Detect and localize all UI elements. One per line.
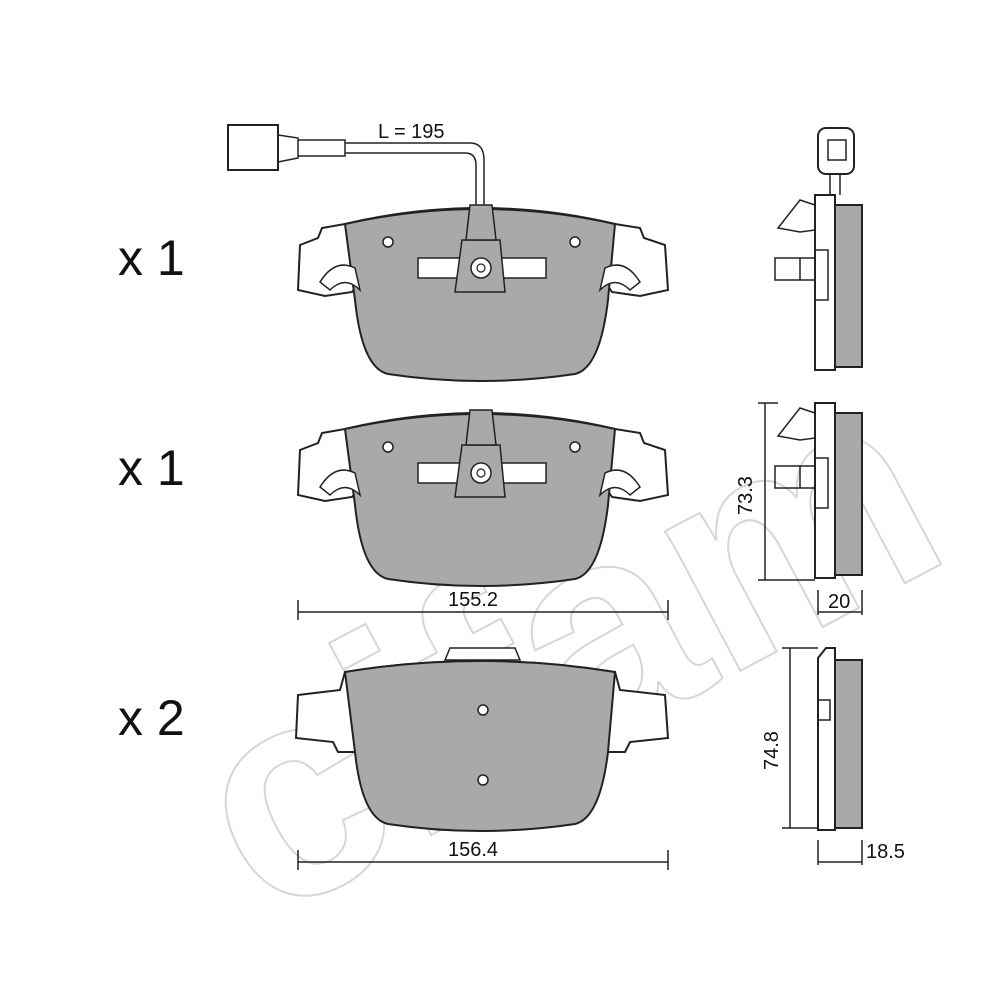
quantity-label-pad-2: x 1 (118, 440, 185, 496)
brake-pad-with-sensor (227, 124, 669, 382)
height-dimension-2 (782, 647, 818, 829)
height-value-1: 73.3 (735, 476, 757, 515)
thickness-value-2: 18.5 (866, 841, 905, 863)
wire-length-label: L = 195 (378, 121, 445, 143)
side-view-outer (817, 647, 863, 831)
quantity-label-pad-3: x 2 (118, 690, 185, 746)
width-value-2: 156.4 (448, 839, 498, 861)
thickness-dimension-1 (817, 590, 863, 615)
quantity-label-pad-1: x 1 (118, 230, 185, 286)
brake-pad-outer (294, 647, 670, 832)
width-dimension-2 (297, 850, 669, 870)
side-view-with-sensor (774, 127, 863, 371)
thickness-dimension-2 (817, 840, 863, 865)
width-dimension-1 (297, 600, 669, 620)
height-value-2: 74.8 (761, 731, 783, 770)
width-value-1: 155.2 (448, 589, 498, 611)
thickness-value-1: 20 (828, 591, 850, 613)
height-dimension-1 (758, 402, 815, 581)
